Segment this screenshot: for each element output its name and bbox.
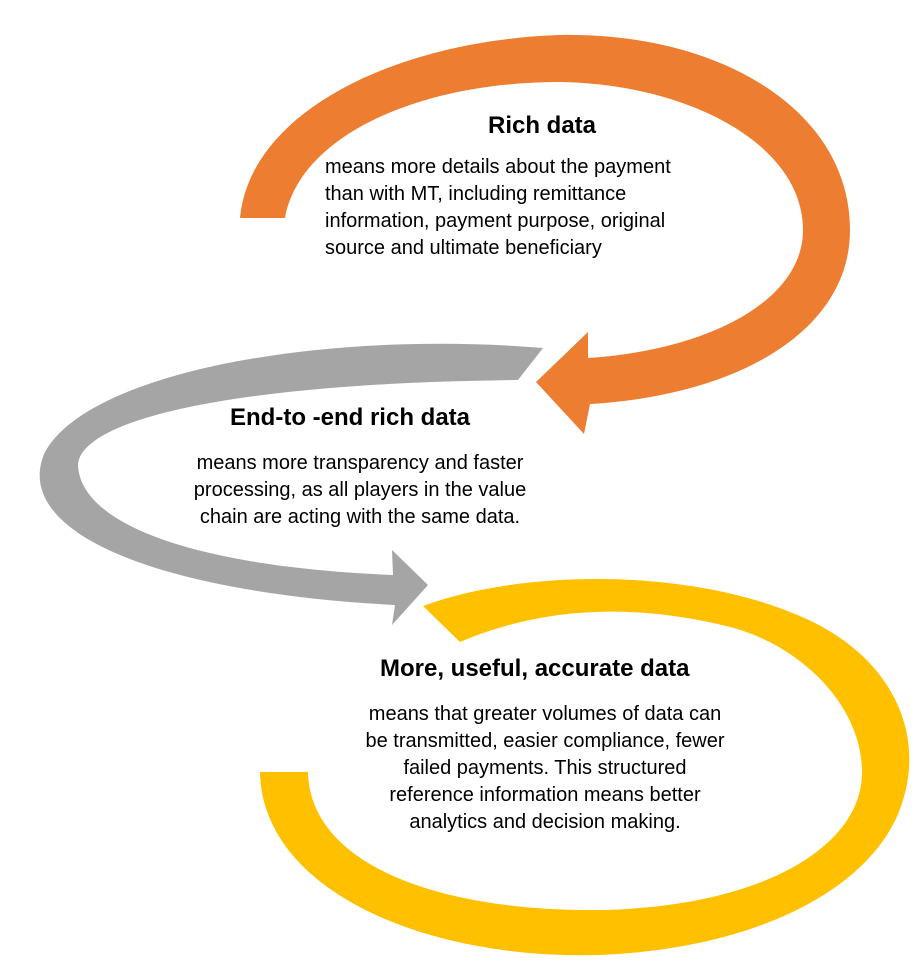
more-useful-accurate-title: More, useful, accurate data [380, 655, 690, 682]
rich-data-title: Rich data [488, 112, 597, 139]
end-to-end-title: End-to -end rich data [230, 404, 470, 431]
description-line: failed payments. This structured [403, 757, 687, 779]
description-line: chain are acting with the same data. [199, 506, 521, 528]
more-useful-accurate-description: means that greater volumes of data can b… [320, 701, 770, 836]
gray-arrow-ring [39, 343, 544, 625]
end-to-end-description: means more transparency and faster proce… [150, 450, 570, 531]
description-line: means more transparency and faster [196, 452, 524, 474]
description-line: analytics and decision making. [409, 811, 681, 833]
description-line: source and ultimate beneficiary [325, 237, 602, 259]
rich-data-description: means more details about the payment tha… [325, 154, 671, 262]
description-line: be transmitted, easier compliance, fewer [365, 730, 725, 752]
description-line: processing, as all players in the value [193, 479, 527, 501]
description-line: reference information means better [389, 784, 701, 806]
description-line: than with MT, including remittance [325, 183, 627, 205]
description-line: means more details about the payment [325, 156, 671, 178]
description-line: information, payment purpose, original [325, 210, 666, 232]
description-line: means that greater volumes of data can [368, 703, 722, 725]
